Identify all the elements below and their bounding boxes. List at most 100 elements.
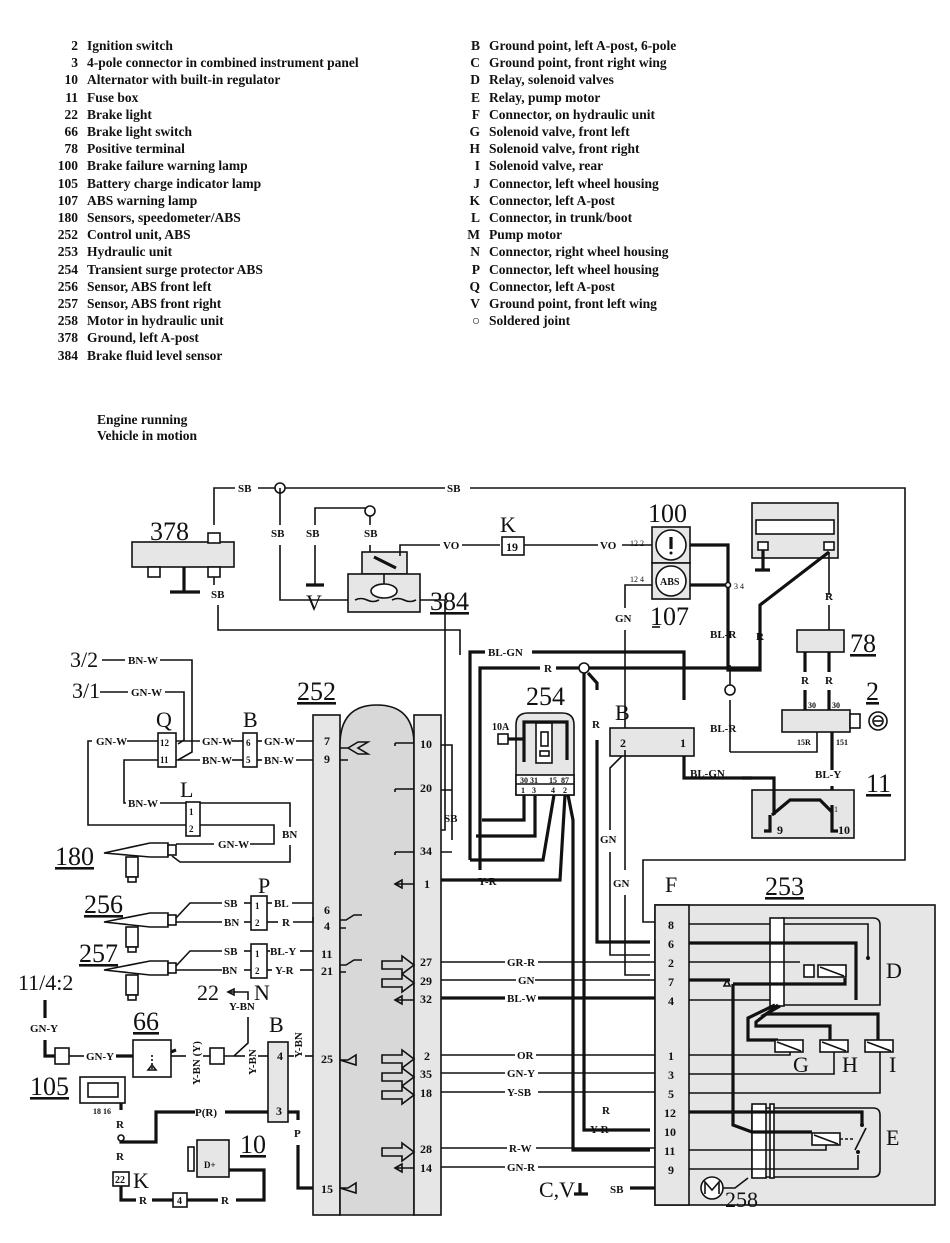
f-pin: 3 xyxy=(668,1068,674,1082)
relay-label-e: E xyxy=(886,1125,899,1150)
wire-label-r: R xyxy=(756,631,765,643)
ecu-pin: 15 xyxy=(321,1182,333,1196)
wire-label-bl-y: BL-Y xyxy=(815,769,841,781)
wire-label-sb: SB xyxy=(211,589,225,601)
wire-label-gn-w: GN-W xyxy=(264,736,295,748)
legend-text: Ground point, front right wing xyxy=(489,55,667,71)
wire-label-sb: SB xyxy=(224,898,238,910)
switch-pin: 15R xyxy=(797,738,811,747)
wire-label-sb: SB xyxy=(238,483,252,495)
legend-key: J xyxy=(473,175,480,191)
component-2-ignition-switch: 2 30 30 15R 151 BL-R BL-Y xyxy=(710,665,888,805)
legend-key: 22 xyxy=(64,106,79,122)
legend-key: N xyxy=(470,244,480,260)
connector-pin: 2 xyxy=(255,918,260,928)
legend-key: P xyxy=(471,261,480,277)
legend-text: Positive terminal xyxy=(87,141,185,157)
wire-label-vo: VO xyxy=(443,540,460,552)
component-number-253: 253 xyxy=(765,872,804,901)
state-line-engine: Engine running xyxy=(97,412,188,427)
ecu-pin: 2 xyxy=(424,1049,430,1063)
wire-label-or: OR xyxy=(517,1050,535,1062)
wire-label-p: P xyxy=(294,1128,301,1140)
relay-d-solenoid-valves: D xyxy=(689,917,902,1118)
connector-pin: 2 xyxy=(189,824,194,834)
wire-label-bl: BL xyxy=(274,898,289,910)
wire-label-y-bn: Y-BN xyxy=(247,1049,259,1075)
protector-pin: 2 xyxy=(563,786,567,795)
legend-row: J Connector, left wheel housing xyxy=(466,175,676,192)
wire-label-r: R xyxy=(602,1105,611,1117)
component-256-sensor-front-left: 256 SB BN P 1 2 BL R xyxy=(84,873,314,953)
wire-label-gn-r: GN-R xyxy=(507,1162,536,1174)
wire-label-sb: SB xyxy=(364,528,378,540)
wire-label-y-r: Y-R xyxy=(478,876,498,888)
wire-label-bl-r: BL-R xyxy=(710,723,737,735)
ground-label-cv: C,V xyxy=(539,1177,575,1202)
protector-pin: 4 xyxy=(551,786,555,795)
wire-label-y-bn: Y-BN xyxy=(293,1032,305,1058)
f-pin: 6 xyxy=(668,937,674,951)
ecu-pin: 18 xyxy=(420,1086,432,1100)
legend-text: Fuse box xyxy=(87,89,139,105)
component-number-258: 258 xyxy=(725,1187,758,1212)
wire-label-bl-w: BL-W xyxy=(507,993,536,1005)
legend-text: Connector, left wheel housing xyxy=(489,261,659,277)
ecu-pin: 7 xyxy=(324,734,330,748)
legend-key: 107 xyxy=(57,192,78,208)
legend-text: Relay, pump motor xyxy=(489,89,601,105)
lamp-pin: 3 4 xyxy=(734,582,744,591)
fuse-pin: 9 xyxy=(777,823,783,837)
legend-text: Ground point, front left wing xyxy=(489,296,657,312)
ground-bar-378 xyxy=(131,541,235,568)
connector-label-n: N xyxy=(254,980,270,1005)
component-number-11: 11 xyxy=(866,769,891,798)
legend-row: ○Soldered joint xyxy=(466,312,676,329)
wire-label-r: R xyxy=(116,1151,125,1163)
wire-label-gn-w: GN-W xyxy=(218,839,249,851)
wire-label-gn: GN xyxy=(613,878,630,890)
wire-label-bn-w: BN-W xyxy=(264,755,294,767)
connector-p xyxy=(250,895,268,931)
connector-pin: 6 xyxy=(246,738,251,748)
wire-label-sb: SB xyxy=(447,483,461,495)
wire-bl-gn-r-bus: BL-GN R R xyxy=(468,647,760,1132)
connector-pin: 19 xyxy=(506,540,518,554)
connector-q xyxy=(157,732,177,768)
component-11-fuse-box: 11 9 10 1 BL-GN xyxy=(682,738,891,839)
f-pin: 9 xyxy=(668,1163,674,1177)
alternator xyxy=(196,1139,230,1178)
ecu-pin: 11 xyxy=(321,947,332,961)
brake-light-switch xyxy=(132,1039,172,1078)
protector-pin: 87 xyxy=(561,776,569,785)
f-pin: 5 xyxy=(668,1087,674,1101)
wire-label-r: R xyxy=(544,663,553,675)
ecu-pin: 10 xyxy=(420,737,432,751)
wire-label-gn-y: GN-Y xyxy=(507,1068,535,1080)
connector-label-p: P xyxy=(258,873,270,898)
wire-label-sb: SB xyxy=(306,528,320,540)
component-384-brake-fluid-sensor: SB V SB VO 384 xyxy=(306,505,500,616)
wire-label-gn-y: GN-Y xyxy=(30,1023,58,1035)
connector-pin: 1 xyxy=(255,901,260,911)
wire-label-gn-y: GN-Y xyxy=(86,1051,114,1063)
legend-key: E xyxy=(470,89,480,105)
legend-key: G xyxy=(469,124,480,140)
legend-text: Connector, left A-post xyxy=(489,192,615,208)
alternator-terminal-label: D+ xyxy=(204,1160,216,1170)
legend-text: Soldered joint xyxy=(489,313,571,329)
connector-b-left xyxy=(242,732,258,768)
wire-label-sb: SB xyxy=(610,1184,624,1196)
legend-text: Connector, left wheel housing xyxy=(489,175,659,191)
